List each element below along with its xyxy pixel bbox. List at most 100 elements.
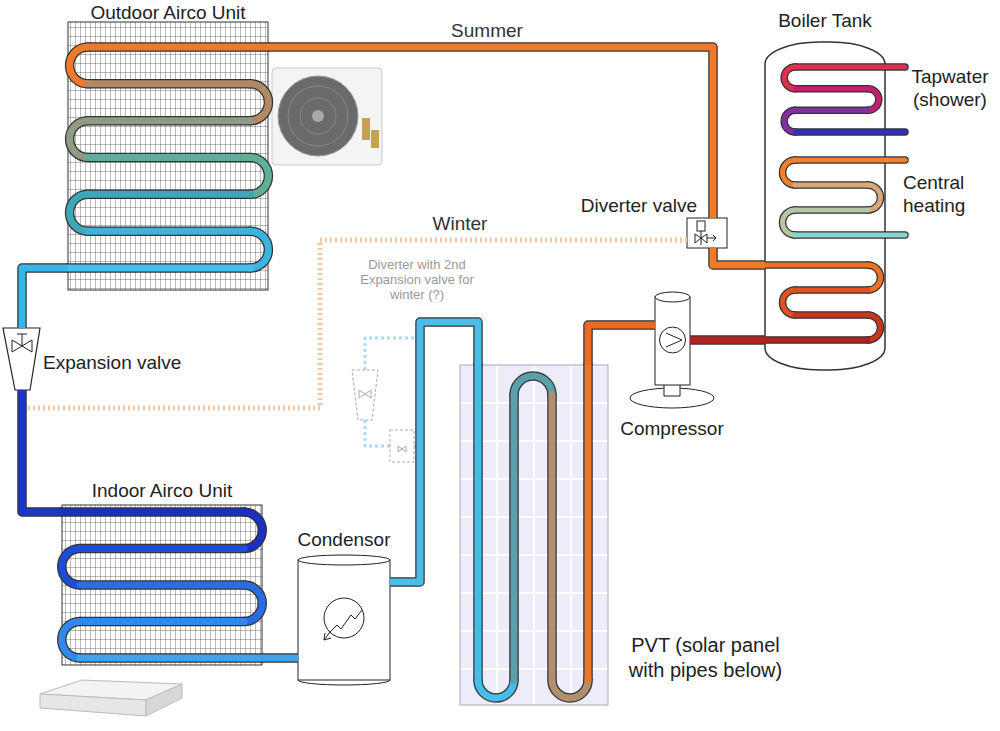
coil-pipe: [88, 117, 250, 124]
coil-pipe: [88, 154, 250, 161]
valve-port: [371, 130, 379, 148]
pipe-fill: [268, 47, 713, 218]
coil-outline: [547, 395, 557, 680]
coil-outline: [783, 160, 796, 185]
pvt-cells: [461, 366, 607, 704]
component-box: Outdoor Airco Unit: [68, 22, 268, 290]
coil-outline: [70, 47, 88, 84]
component-label: PVT (solar panel with pipes below): [618, 633, 793, 683]
compressor-circle: [660, 327, 686, 353]
coil-outline: [62, 622, 80, 659]
refrigerant-pipe: [22, 268, 68, 328]
coil-outline: [88, 79, 250, 89]
pipe-outline: [390, 322, 478, 582]
component-label: Diverter with 2nd Expansion valve for wi…: [352, 258, 482, 303]
indoor-grid: [62, 505, 262, 665]
coil-pipe: [868, 185, 880, 210]
coil-pipe: [868, 315, 880, 340]
pipe-outline: [22, 390, 62, 512]
coil-pipe: [585, 365, 592, 680]
cell-line: [570, 366, 572, 704]
coil-pipe: [244, 512, 262, 549]
pipe-outline: [262, 653, 298, 663]
pipe-fill: [690, 337, 765, 344]
coil-pipe: [783, 210, 796, 235]
refrigerant-pipe: [713, 248, 765, 265]
coil-pipe: [62, 622, 80, 659]
component-label: Expansion valve: [43, 352, 181, 374]
coil-outline: [795, 63, 905, 71]
cell-line: [496, 366, 498, 704]
coil-pipe: [70, 47, 88, 84]
coil-outline: [795, 85, 868, 93]
coil-pipe: [783, 290, 796, 315]
coil-outline: [783, 210, 796, 235]
part-label: Tapwater (shower): [903, 66, 997, 112]
expansion-valve-symbol: [3, 328, 40, 390]
coil-outline: [783, 290, 796, 315]
coil-outline: [473, 365, 483, 680]
coil-pipe: [552, 680, 588, 698]
coil-pipe: [795, 130, 905, 135]
coil-pipe: [795, 313, 868, 318]
coil-outline: [795, 231, 905, 239]
unit-side: [146, 684, 182, 716]
outdoor-grid: [68, 22, 268, 290]
component-box: PVT (solar panel with pipes below): [460, 365, 608, 705]
coil-pipe: [795, 86, 868, 91]
pipe-fill: [22, 268, 68, 328]
coil-pipe: [250, 158, 268, 195]
coil-pipe: [795, 65, 905, 70]
coil-pipe: [475, 365, 482, 680]
condensor-body: [298, 560, 390, 680]
coil-pipe: [784, 67, 795, 89]
coil-pipe: [795, 208, 868, 213]
exchanger-zigzag: [329, 610, 362, 633]
pvt-panel: [460, 365, 608, 705]
coil-outline: [250, 84, 268, 121]
diverter-valve-symbol: [687, 218, 727, 248]
component-label: Diverter valve: [581, 195, 697, 217]
coil-outline: [514, 376, 552, 395]
exchanger-arrow: [324, 632, 331, 640]
coil-outline: [795, 156, 905, 164]
component-box: Diverter with 2nd Expansion valve for wi…: [352, 258, 482, 308]
coil-pipe: [514, 376, 552, 395]
coil-pipe: [765, 263, 868, 268]
coil-pipe: [795, 183, 868, 188]
coil: [783, 160, 906, 235]
coil-outline: [250, 158, 268, 195]
coil-outline: [795, 181, 868, 189]
pipe-fill: [588, 325, 655, 365]
coil-pipe: [795, 108, 868, 113]
coil-outline: [509, 395, 519, 680]
fan-ring: [300, 98, 336, 134]
fan-ring: [288, 86, 348, 146]
coil: [62, 512, 263, 658]
unit-case: [272, 68, 382, 165]
cell-line: [533, 366, 535, 704]
winter-bypass: [352, 338, 420, 462]
coil-outline: [88, 153, 250, 163]
coil-pipe: [80, 618, 244, 625]
unit-front: [40, 694, 146, 716]
coil-outline: [88, 116, 250, 126]
coil-pipe: [250, 231, 268, 268]
component-box: Diverter valve: [687, 218, 727, 248]
component-label: Boiler Tank: [755, 10, 895, 32]
coil-pipe: [784, 110, 795, 132]
coil-outline: [244, 585, 262, 622]
coil-outline: [583, 365, 593, 680]
fan-hub: [312, 110, 324, 122]
condensor-symbol: [298, 555, 390, 685]
coil: [765, 265, 880, 340]
refrigerant-pipe: [268, 47, 713, 218]
coil: [478, 365, 588, 698]
coil-outline: [88, 42, 268, 52]
indoor-unit-icon: [40, 680, 182, 716]
coil-outline: [80, 544, 244, 554]
pipe-fill: [390, 322, 478, 582]
component-label: Outdoor Airco Unit: [68, 2, 268, 24]
